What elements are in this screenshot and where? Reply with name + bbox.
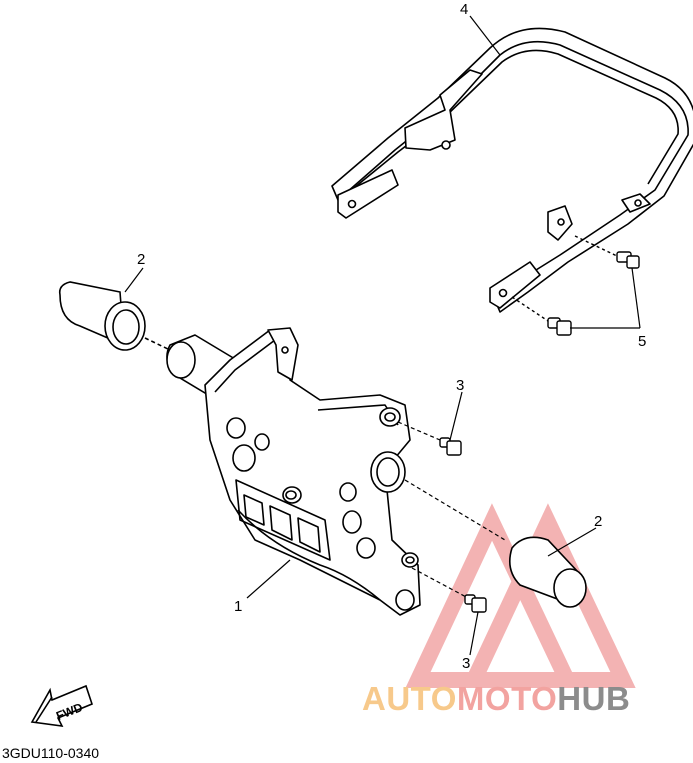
- watermark-logo: [405, 503, 636, 688]
- callout-3-upper: 3: [456, 377, 464, 394]
- callout-5: 5: [638, 333, 646, 350]
- end-plug-part-2-left: [58, 281, 171, 351]
- guard-part-1: [166, 327, 421, 616]
- end-cap-part-2-right: [509, 536, 587, 608]
- callout-4: 4: [460, 1, 468, 18]
- assembly-lines: [397, 421, 506, 599]
- bolt-part-3-lower: [464, 594, 487, 613]
- callout-2-right: 2: [594, 513, 602, 530]
- bolt-part-3-upper: [439, 437, 462, 456]
- watermark-text: AUTOMOTOHUB: [362, 680, 630, 717]
- watermark-part-hub: HUB: [557, 680, 630, 717]
- bolt-part-5-lower: [511, 296, 572, 336]
- watermark-part-moto: MOTO: [457, 680, 557, 717]
- watermark-part-auto: AUTO: [362, 680, 457, 717]
- callout-1: 1: [234, 598, 242, 615]
- fwd-arrow-icon: [30, 684, 93, 727]
- bolt-part-5-upper: [574, 235, 640, 269]
- grab-bar-part-4: [331, 27, 693, 313]
- leader-lines: [124, 15, 641, 656]
- callout-2-left: 2: [137, 251, 145, 268]
- callout-3-lower: 3: [462, 655, 470, 672]
- diagram-code: 3GDU110-0340: [2, 745, 99, 761]
